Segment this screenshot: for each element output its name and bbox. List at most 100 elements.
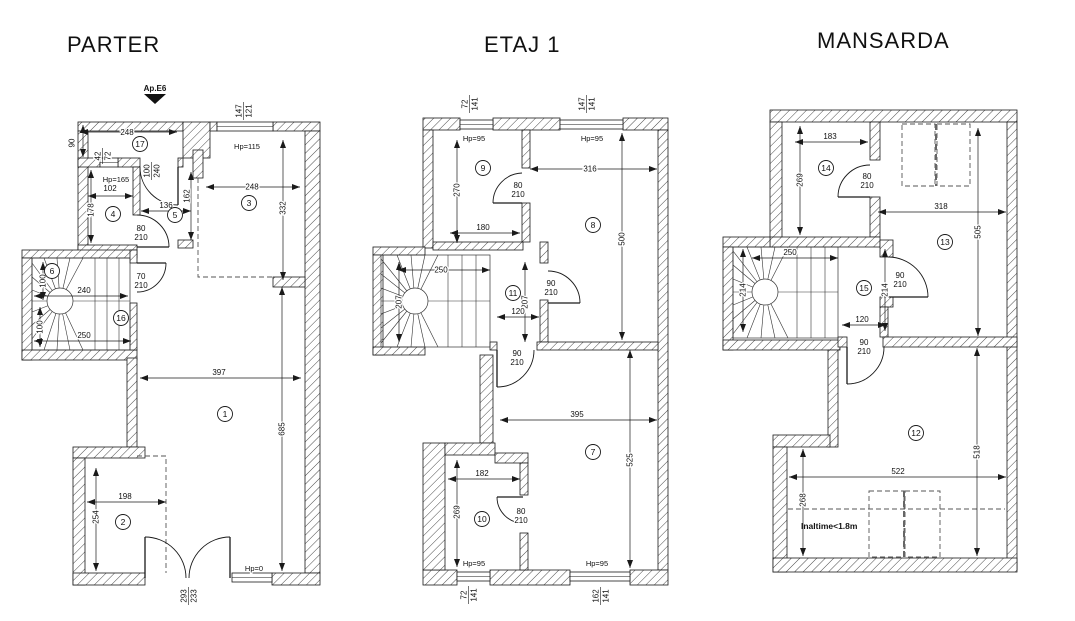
room-number: 8 [585, 217, 601, 233]
room-number: 4 [105, 206, 121, 222]
window-size-label: 147 121 [233, 102, 255, 120]
svg-text:9: 9 [481, 163, 486, 173]
svg-text:72: 72 [460, 590, 469, 599]
dim-stair-width: 250 [434, 266, 448, 275]
dim-room1-width: 397 [212, 368, 226, 377]
svg-text:17: 17 [135, 139, 145, 149]
dim-room3-height: 332 [279, 201, 288, 215]
door-arc [846, 346, 885, 385]
labels-parter: 42 72 100 240 147 121 293 233 80 210 70 … [44, 102, 264, 605]
parapet-label: Hp=95 [463, 134, 485, 143]
dim-room13-width: 318 [934, 202, 948, 211]
door-size-label: 80 210 [510, 180, 526, 201]
door-size-label: 90 210 [892, 270, 908, 291]
dim-hall-height: 214 [881, 283, 890, 297]
room-number: 17 [132, 136, 148, 152]
room-number: 10 [474, 511, 490, 527]
svg-text:8: 8 [591, 220, 596, 230]
svg-text:11: 11 [509, 288, 518, 298]
dim-room4-height: 178 [87, 203, 96, 217]
dim-stair-height-upper: 100 [39, 274, 48, 288]
door-arc [136, 214, 170, 248]
svg-text:141: 141 [471, 97, 480, 111]
svg-text:6: 6 [50, 266, 55, 276]
svg-text:2: 2 [121, 517, 126, 527]
svg-text:80: 80 [517, 507, 526, 516]
room-number: 11 [505, 285, 521, 301]
parapet-label: Hp=0 [245, 564, 263, 573]
room-number: 16 [113, 310, 129, 326]
plan-title-mansarda: MANSARDA [817, 28, 950, 53]
parapet-label: Hp=95 [581, 134, 603, 143]
svg-text:210: 210 [134, 281, 148, 290]
svg-text:210: 210 [514, 516, 528, 525]
parapet-label: Hp=115 [234, 142, 260, 151]
svg-text:4: 4 [111, 209, 116, 219]
windows-parter [99, 121, 274, 583]
svg-text:70: 70 [137, 272, 146, 281]
plan-etaj1: ETAJ 1 [372, 32, 669, 605]
plan-title-etaj1: ETAJ 1 [484, 32, 561, 57]
door-arc-double [144, 536, 231, 579]
svg-text:147: 147 [235, 104, 244, 118]
door-size-label: 90 210 [543, 278, 559, 299]
room-number: 6 [44, 263, 60, 279]
dim-hall-height: 207 [521, 295, 530, 309]
door-arc [496, 349, 535, 388]
entrance-label: Ap.E6 [144, 84, 167, 93]
dim-porch-width: 248 [120, 128, 134, 137]
room-number: 1 [217, 406, 233, 422]
walls-etaj1 [372, 117, 669, 586]
door-size-label: 80 210 [859, 171, 875, 192]
labels-etaj1: 72 141 147 141 72 141 162 141 80 210 90 … [458, 95, 612, 605]
doors-parter [136, 166, 231, 579]
plan-mansarda: MANSARDA [722, 28, 1018, 573]
svg-text:42: 42 [94, 151, 103, 160]
dim-porch-depth: 90 [68, 138, 77, 147]
svg-text:90: 90 [513, 349, 522, 358]
room-number: 13 [937, 234, 953, 250]
dim-room12-width: 522 [891, 467, 905, 476]
window-size-label: 42 72 [92, 148, 114, 164]
dim-room7-height: 525 [626, 453, 635, 467]
staircase-mansarda [732, 246, 839, 339]
svg-text:16: 16 [116, 313, 126, 323]
svg-text:141: 141 [470, 588, 479, 602]
room-number: 9 [475, 160, 491, 176]
svg-text:3: 3 [247, 198, 252, 208]
dim-room9-width: 180 [476, 223, 490, 232]
svg-text:210: 210 [134, 233, 148, 242]
windows-etaj1 [456, 119, 631, 582]
door-arc [139, 166, 179, 206]
plan-title-parter: PARTER [67, 32, 160, 57]
skylights-mansarda [788, 123, 1005, 558]
svg-text:121: 121 [245, 104, 254, 118]
roof-window [901, 123, 971, 187]
dim-room14-width: 183 [823, 132, 837, 141]
dim-room5-width: 136 [159, 201, 173, 210]
roof-window [868, 490, 941, 558]
dim-room5-height: 162 [183, 189, 192, 203]
window [99, 157, 119, 168]
dim-room14-height: 269 [796, 173, 805, 187]
dim-room9-height: 270 [453, 183, 462, 197]
doors-mansarda [837, 164, 929, 385]
dim-room10-height: 269 [453, 505, 462, 519]
dim-hall-width: 120 [855, 315, 869, 324]
dimensions-etaj1: 270 180 316 500 250 207 207 120 395 525 … [393, 133, 657, 568]
svg-text:13: 13 [940, 237, 950, 247]
dim-stair-height: 207 [395, 295, 404, 309]
dim-room2-width: 198 [118, 492, 132, 501]
dim-room8-width: 316 [583, 165, 597, 174]
svg-text:72: 72 [461, 99, 470, 108]
svg-text:141: 141 [602, 589, 611, 603]
dim-stair-height-lower: 100 [36, 320, 45, 334]
dim-room7-width: 395 [570, 410, 584, 419]
svg-text:147: 147 [578, 97, 587, 111]
door-size-label: 100 240 [141, 162, 163, 180]
room-number: 3 [241, 195, 257, 211]
svg-text:1: 1 [223, 409, 228, 419]
dim-room1-height: 685 [278, 422, 287, 436]
svg-text:100: 100 [143, 164, 152, 178]
